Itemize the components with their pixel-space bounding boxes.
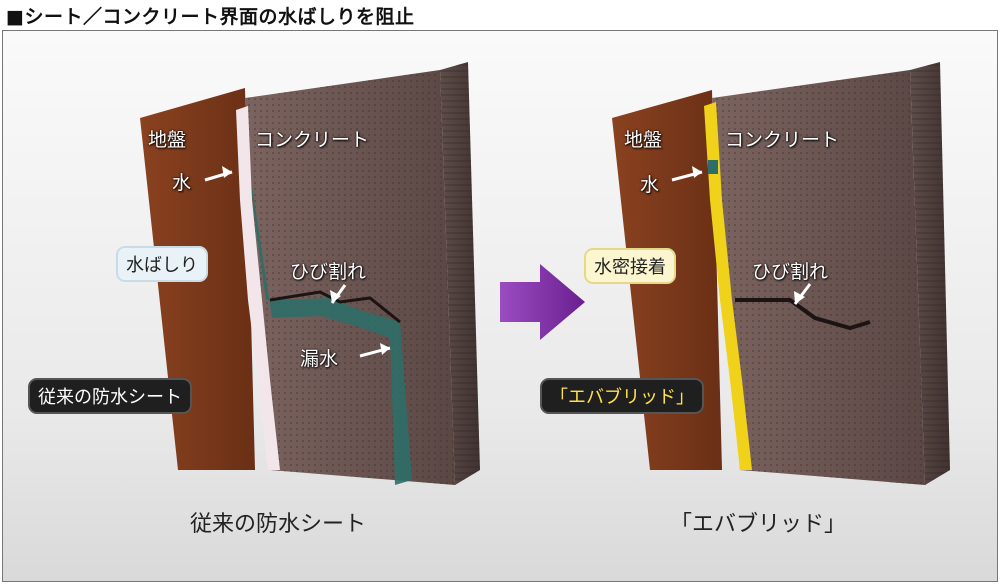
diagram-title: ■シート／コンクリート界面の水ばしりを阻止 xyxy=(6,6,415,28)
left-sheet-tag: 従来の防水シート xyxy=(28,378,192,414)
left-water-label: 水 xyxy=(172,172,192,194)
transition-arrow xyxy=(500,264,585,340)
right-crack-label: ひび割れ xyxy=(752,261,829,283)
right-product-tag: 「エバブリッド」 xyxy=(540,378,704,414)
right-bond-tag: 水密接着 xyxy=(584,248,676,284)
right-water-label: 水 xyxy=(640,174,660,196)
right-crack xyxy=(735,298,871,331)
right-sheet xyxy=(704,102,752,470)
left-water-run-tag: 水ばしり xyxy=(116,246,208,282)
right-concrete-label: コンクリート xyxy=(725,129,840,151)
left-crack-label: ひび割れ xyxy=(290,261,367,283)
left-leak-label: 漏水 xyxy=(300,348,339,370)
left-crack xyxy=(269,290,401,324)
left-sheet xyxy=(236,106,280,470)
left-concrete-label: コンクリート xyxy=(255,129,370,151)
right-block xyxy=(612,62,950,485)
left-ground-label: 地盤 xyxy=(148,129,187,151)
right-caption: 「エバブリッド」 xyxy=(670,512,847,537)
right-ground-label: 地盤 xyxy=(624,129,663,151)
left-caption: 従来の防水シート xyxy=(190,512,367,537)
left-leak-path xyxy=(248,160,412,485)
left-block xyxy=(140,62,480,485)
